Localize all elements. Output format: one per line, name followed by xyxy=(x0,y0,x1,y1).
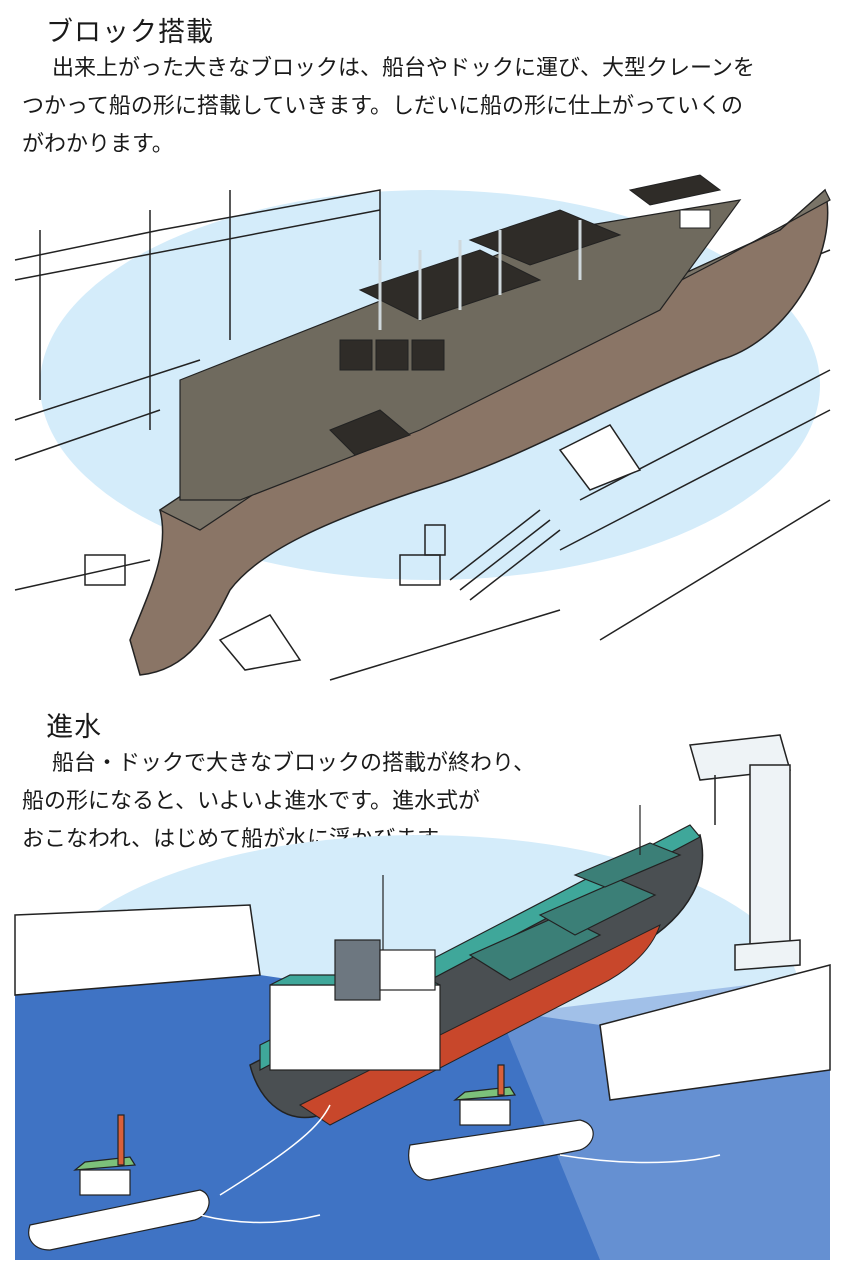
hold-frames xyxy=(378,220,582,330)
tug-boat xyxy=(28,1114,210,1251)
gantry-crane xyxy=(689,734,801,971)
description-line: がわかります。 xyxy=(22,132,174,157)
section-title-launch: 進水 xyxy=(46,712,102,743)
description-line: 出来上がった大きなブロックは、船台やドックに運び、大型クレーンを xyxy=(52,56,755,81)
section-description-block-mounting: 出来上がった大きなブロックは、船台やドックに運び、大型クレーンを つかって船の形… xyxy=(22,50,755,164)
description-line: 船の形になると、いよいよ進水です。進水式が xyxy=(22,789,481,814)
section-title-block-mounting: ブロック搭載 xyxy=(46,17,214,48)
description-line: つかって船の形に搭載していきます。しだいに船の形に仕上がっていくの xyxy=(22,94,743,119)
cargo-hatches xyxy=(468,842,682,981)
block-mounting-illustration xyxy=(14,174,831,681)
hold-openings xyxy=(329,174,722,456)
ship-funnel xyxy=(334,939,381,1001)
description-line: 船台・ドックで大きなブロックの搭載が終わり、 xyxy=(52,751,536,776)
tug-boat xyxy=(408,1064,594,1181)
launch-illustration xyxy=(14,734,831,1260)
ship-hull-red xyxy=(299,924,661,1126)
